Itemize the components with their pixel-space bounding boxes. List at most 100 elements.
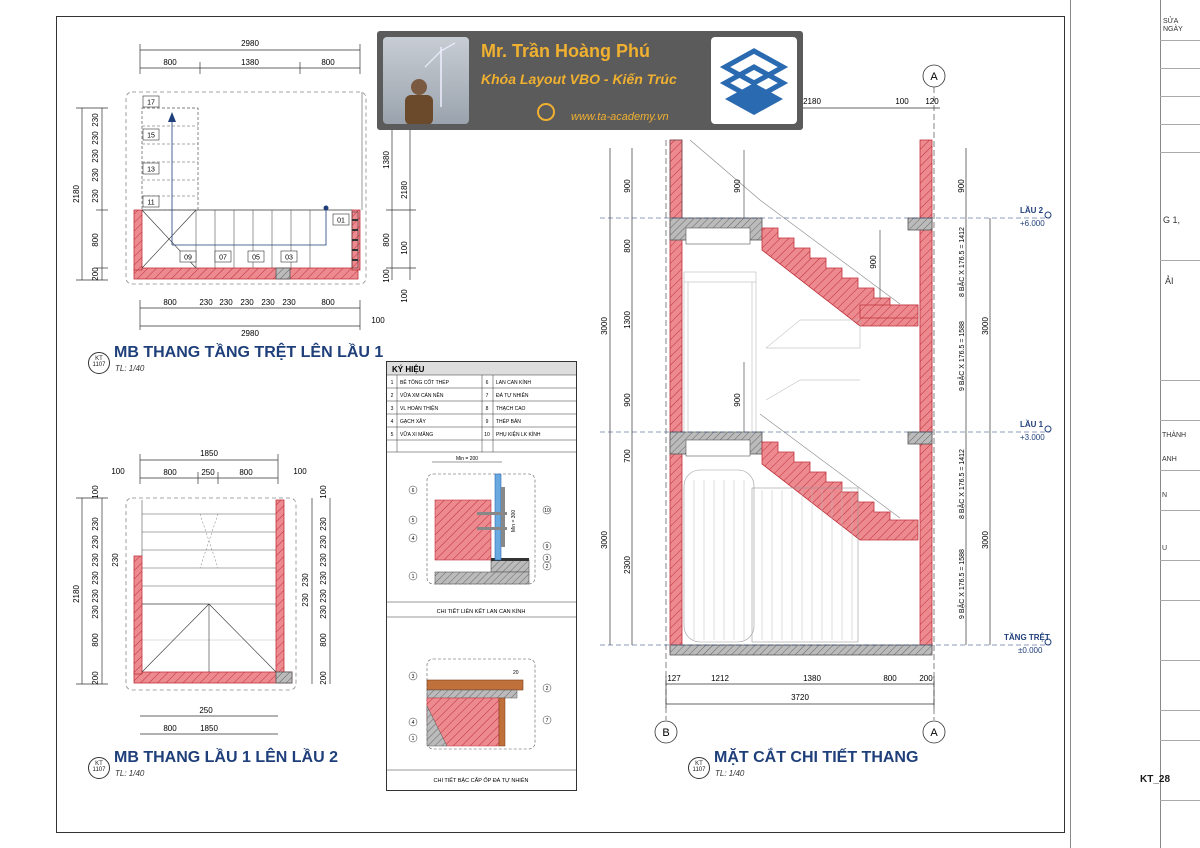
dim-label: 230	[91, 189, 100, 203]
dim-label: 230	[91, 149, 100, 163]
svg-text:2: 2	[546, 686, 549, 692]
dim-label: 3720	[791, 693, 809, 702]
svg-text:15: 15	[147, 133, 155, 140]
dim-label: 900	[733, 179, 742, 193]
title-block-text: U	[1162, 545, 1168, 552]
svg-text:17: 17	[147, 100, 155, 107]
svg-text:Min = 200: Min = 200	[456, 456, 478, 462]
level-value: ±0.000	[1018, 646, 1043, 655]
dim-label: 230	[240, 298, 254, 307]
svg-text:3: 3	[391, 406, 394, 412]
dim-label: 100	[319, 485, 328, 499]
dim-label: 2180	[72, 185, 81, 203]
svg-text:ĐÁ TỰ NHIÊN: ĐÁ TỰ NHIÊN	[496, 391, 529, 399]
svg-text:2: 2	[546, 564, 549, 570]
title-block-text: G 1,	[1163, 215, 1181, 225]
instructor-name: Mr. Trần Hoàng Phú	[481, 41, 651, 61]
title-block-text: N	[1162, 492, 1168, 499]
dim-label: 230	[219, 298, 233, 307]
title-block-divider	[1070, 0, 1071, 848]
level-name: TẦNG TRỆT	[1004, 632, 1050, 642]
dim-label: 230	[91, 605, 100, 619]
dim-label: 230	[91, 553, 100, 567]
section-scale: TL: 1/40	[715, 769, 745, 778]
svg-text:05: 05	[252, 255, 260, 262]
level-name: LẦU 2	[1020, 205, 1044, 215]
level-value: +6.000	[1020, 219, 1045, 228]
svg-text:VL HOÀN THIỆN: VL HOÀN THIỆN	[400, 404, 438, 412]
dim-label: 230	[91, 571, 100, 585]
svg-text:4: 4	[391, 419, 394, 425]
dim-label: 127	[667, 674, 681, 683]
svg-text:01: 01	[337, 218, 345, 225]
course-name: Khóa Layout VBO - Kiến Trúc	[481, 71, 677, 87]
dim-label: 2180	[72, 585, 81, 603]
svg-text:1: 1	[412, 574, 415, 580]
dim-label: 230	[91, 535, 100, 549]
dim-label: 700	[623, 449, 632, 463]
dim-label: 900	[957, 179, 966, 193]
dim-label: 230	[319, 605, 328, 619]
detail2-callouts: 3 4 1 2 7	[408, 671, 552, 743]
grid-label-a2: A	[930, 727, 938, 739]
dim-label: 800	[91, 233, 100, 247]
dim-label: 100	[382, 269, 391, 283]
dim-label: 230	[319, 589, 328, 603]
dim-label: 900	[623, 393, 632, 407]
svg-text:4: 4	[412, 536, 415, 542]
title-block-divider-2	[1160, 0, 1161, 848]
dim-label: 800	[91, 633, 100, 647]
dim-label: 3000	[981, 317, 990, 335]
dim-label: 800	[623, 239, 632, 253]
dim-label: 800	[319, 633, 328, 647]
dim-label: 200	[91, 267, 100, 281]
dim-label: 230	[261, 298, 275, 307]
dim-label: 230	[282, 298, 296, 307]
plan2-scale: TL: 1/40	[115, 769, 145, 778]
svg-text:8: 8	[486, 406, 489, 412]
step-label: 09	[179, 250, 197, 263]
plan-ground-to-level1: 2980 800 1380 800	[72, 39, 416, 338]
course-banner: Mr. Trần Hoàng Phú Khóa Layout VBO - Kiế…	[377, 31, 803, 130]
dim-label: 230	[319, 517, 328, 531]
plan2-title: MB THANG LẦU 1 LÊN LẦU 2	[114, 749, 338, 766]
svg-text:9: 9	[546, 544, 549, 550]
dim-label: 800	[163, 724, 177, 733]
dim-label: 1850	[200, 449, 218, 458]
dim-label: 3000	[600, 317, 609, 335]
dim-label: 2980	[241, 39, 259, 48]
dim-label: 3000	[600, 531, 609, 549]
dim-label: 2180	[400, 181, 409, 199]
title-block-text: NGÀY	[1163, 26, 1183, 33]
website-link[interactable]: www.ta-academy.vn	[571, 111, 669, 123]
step-label: 15	[142, 128, 160, 141]
instructor-photo	[383, 37, 469, 124]
legend-header: KÝ HIỆU	[392, 365, 425, 374]
svg-text:11: 11	[147, 200, 154, 207]
dim-label: 230	[91, 168, 100, 182]
svg-text:9: 9	[486, 419, 489, 425]
dim-label: 100	[400, 289, 409, 303]
svg-text:3: 3	[412, 674, 415, 680]
grid-label-b: B	[662, 727, 669, 739]
svg-text:20: 20	[513, 670, 519, 676]
dim-label: 1380	[382, 151, 391, 169]
step-label: 17	[142, 95, 160, 108]
dim-label: 900	[869, 255, 878, 269]
dim-label: 1300	[623, 311, 632, 329]
dim-label: 2180	[803, 97, 821, 106]
globe-icon	[537, 103, 555, 121]
step-label: 11	[142, 195, 160, 208]
dim-label: 250	[201, 468, 215, 477]
dim-label: 100	[293, 467, 307, 476]
dim-label: 800	[382, 233, 391, 247]
dim-label: 230	[91, 131, 100, 145]
dim-label: 230	[319, 571, 328, 585]
drawing-sheet-border	[56, 16, 1065, 833]
dim-label: 100	[371, 316, 385, 325]
sheet-number: KT_28	[1140, 774, 1171, 785]
step-label: 01	[332, 213, 350, 226]
